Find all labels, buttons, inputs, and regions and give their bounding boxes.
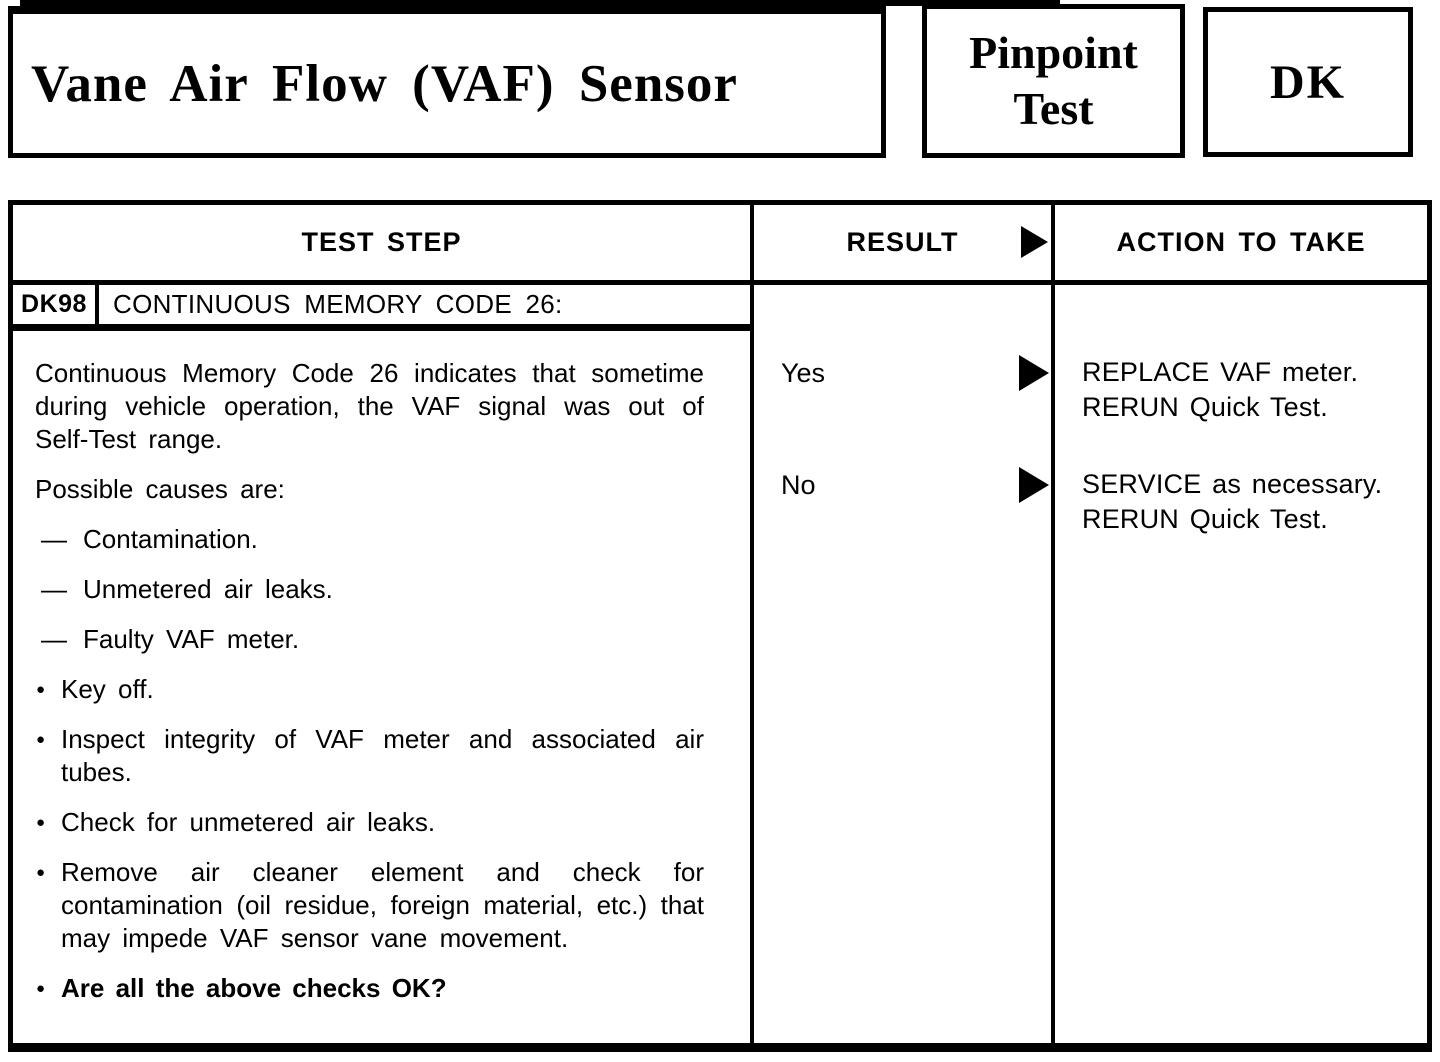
check-item: ● Key off. [35, 673, 704, 706]
cause-text: Unmetered air leaks. [83, 574, 333, 604]
action-text-yes: REPLACE VAF meter. RERUN Quick Test. [1055, 355, 1427, 425]
result-arrow-icon [1019, 355, 1049, 391]
page-title: Vane Air Flow (VAF) Sensor [31, 54, 738, 113]
test-code-box: DK [1203, 7, 1413, 157]
action-line: RERUN Quick Test. [1082, 504, 1328, 534]
action-line: RERUN Quick Test. [1082, 392, 1328, 422]
check-text: Inspect integrity of VAF meter and assoc… [61, 724, 704, 787]
column-header-result: RESULT [754, 205, 1051, 280]
column-header-action: ACTION TO TAKE [1055, 205, 1427, 280]
dash-icon: — [41, 624, 67, 654]
bullet-icon: ● [36, 814, 46, 831]
check-text: Key off. [61, 674, 154, 704]
header-rule [13, 280, 1427, 285]
bullet-icon: ● [36, 731, 46, 748]
bullet-icon: ● [36, 980, 46, 997]
step-question: Are all the above checks OK? [61, 973, 447, 1003]
check-item: ● Remove air cleaner element and check f… [35, 856, 704, 955]
check-item: ● Inspect integrity of VAF meter and ass… [35, 723, 704, 789]
column-divider-2 [1051, 205, 1055, 1043]
action-line: REPLACE VAF meter. [1082, 357, 1359, 387]
result-row-yes: Yes [754, 353, 1051, 393]
column-header-action-label: ACTION TO TAKE [1116, 227, 1366, 257]
result-label-yes: Yes [781, 357, 826, 388]
test-step-content: Continuous Memory Code 26 indicates that… [13, 357, 750, 1022]
pinpoint-test-label-line2: Test [1013, 83, 1094, 134]
result-label-no: No [781, 469, 816, 500]
step-id-badge: DK98 [13, 285, 99, 324]
scan-artifact [20, 0, 1060, 6]
action-line: SERVICE as necessary. [1082, 469, 1383, 499]
pinpoint-test-table: TEST STEP RESULT ACTION TO TAKE DK98 CON… [8, 200, 1432, 1052]
result-row-no: No [754, 465, 1051, 505]
result-header-arrow-icon [1021, 226, 1048, 258]
dash-icon: — [41, 524, 67, 554]
step-title: CONTINUOUS MEMORY CODE 26: [113, 289, 563, 319]
cause-text: Faulty VAF meter. [83, 624, 300, 654]
step-header-row: DK98 CONTINUOUS MEMORY CODE 26: [13, 285, 750, 331]
cause-item: — Faulty VAF meter. [35, 623, 704, 656]
action-text-no: SERVICE as necessary. RERUN Quick Test. [1055, 467, 1427, 537]
result-arrow-icon [1019, 467, 1049, 503]
step-question-item: ● Are all the above checks OK? [35, 972, 704, 1005]
column-divider-1 [750, 205, 754, 1043]
cause-text: Contamination. [83, 524, 258, 554]
bullet-icon: ● [36, 864, 46, 881]
check-item: ● Check for unmetered air leaks. [35, 806, 704, 839]
step-intro: Continuous Memory Code 26 indicates that… [35, 358, 704, 454]
causes-label: Possible causes are: [35, 474, 285, 504]
test-code-label: DK [1270, 55, 1346, 109]
dash-icon: — [41, 574, 67, 604]
column-header-test-step: TEST STEP [13, 205, 750, 280]
column-header-test-step-label: TEST STEP [301, 227, 462, 257]
column-header-result-label: RESULT [846, 227, 959, 257]
pinpoint-test-label-line1: Pinpoint [969, 26, 1138, 78]
bullet-icon: ● [36, 681, 46, 698]
cause-item: — Unmetered air leaks. [35, 573, 704, 606]
cause-item: — Contamination. [35, 523, 704, 556]
pinpoint-test-box: Pinpoint Test [922, 4, 1185, 158]
header-title-box: Vane Air Flow (VAF) Sensor [8, 6, 886, 158]
check-text: Check for unmetered air leaks. [61, 807, 436, 837]
check-text: Remove air cleaner element and check for… [61, 857, 704, 953]
